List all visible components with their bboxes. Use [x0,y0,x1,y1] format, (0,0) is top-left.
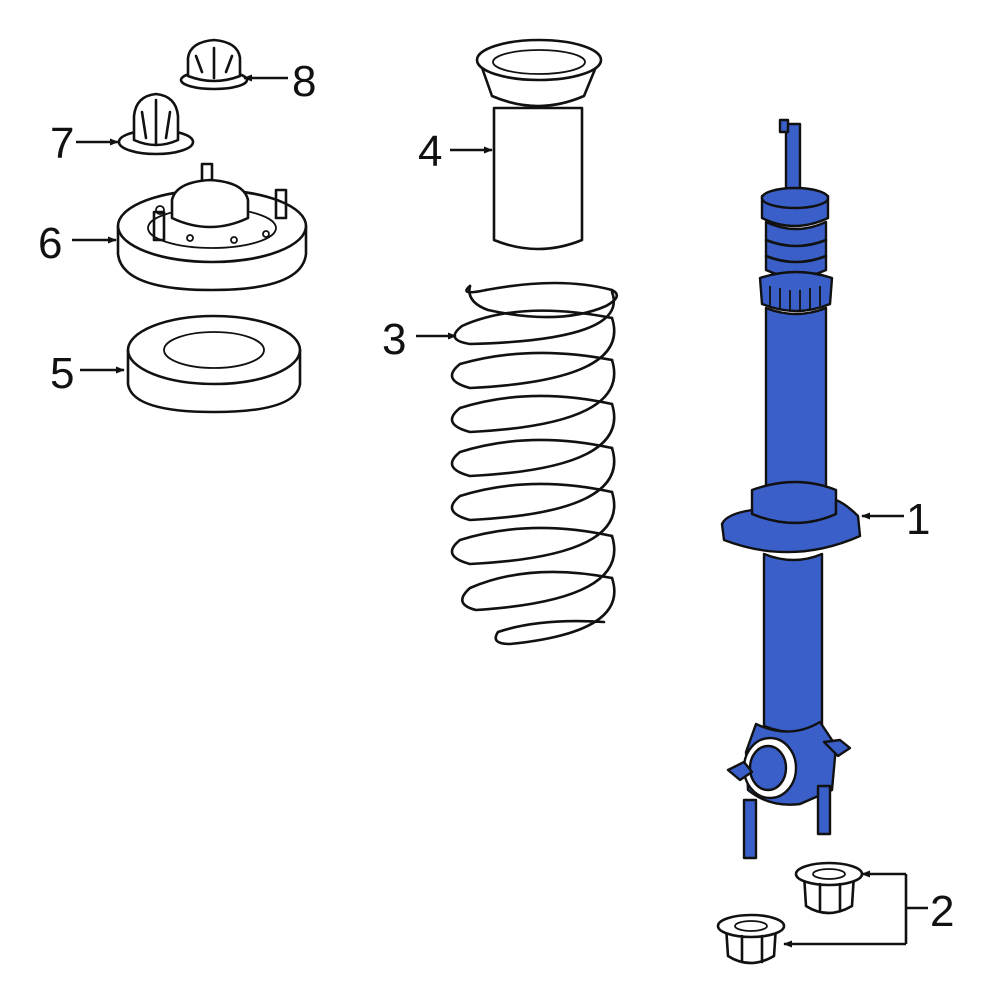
part-2-nuts[interactable] [716,861,864,965]
part-8-nut[interactable] [179,38,249,91]
callout-2: 2 [930,887,954,936]
part-4-dust-boot[interactable] [475,38,603,251]
part-3-coil-spring[interactable] [450,281,619,646]
part-6-upper-mount[interactable] [116,162,308,292]
callout-8: 8 [292,57,316,106]
callout-5: 5 [50,349,74,398]
callout-3: 3 [382,315,406,364]
callout-1: 1 [906,495,930,544]
callout-6: 6 [38,219,62,268]
callout-arrows [72,74,928,948]
callout-7: 7 [50,119,74,168]
callout-4: 4 [418,127,442,176]
part-7-nut[interactable] [117,92,195,156]
part-1-strut-assembly[interactable] [720,118,862,860]
part-5-spacer[interactable] [126,314,302,414]
